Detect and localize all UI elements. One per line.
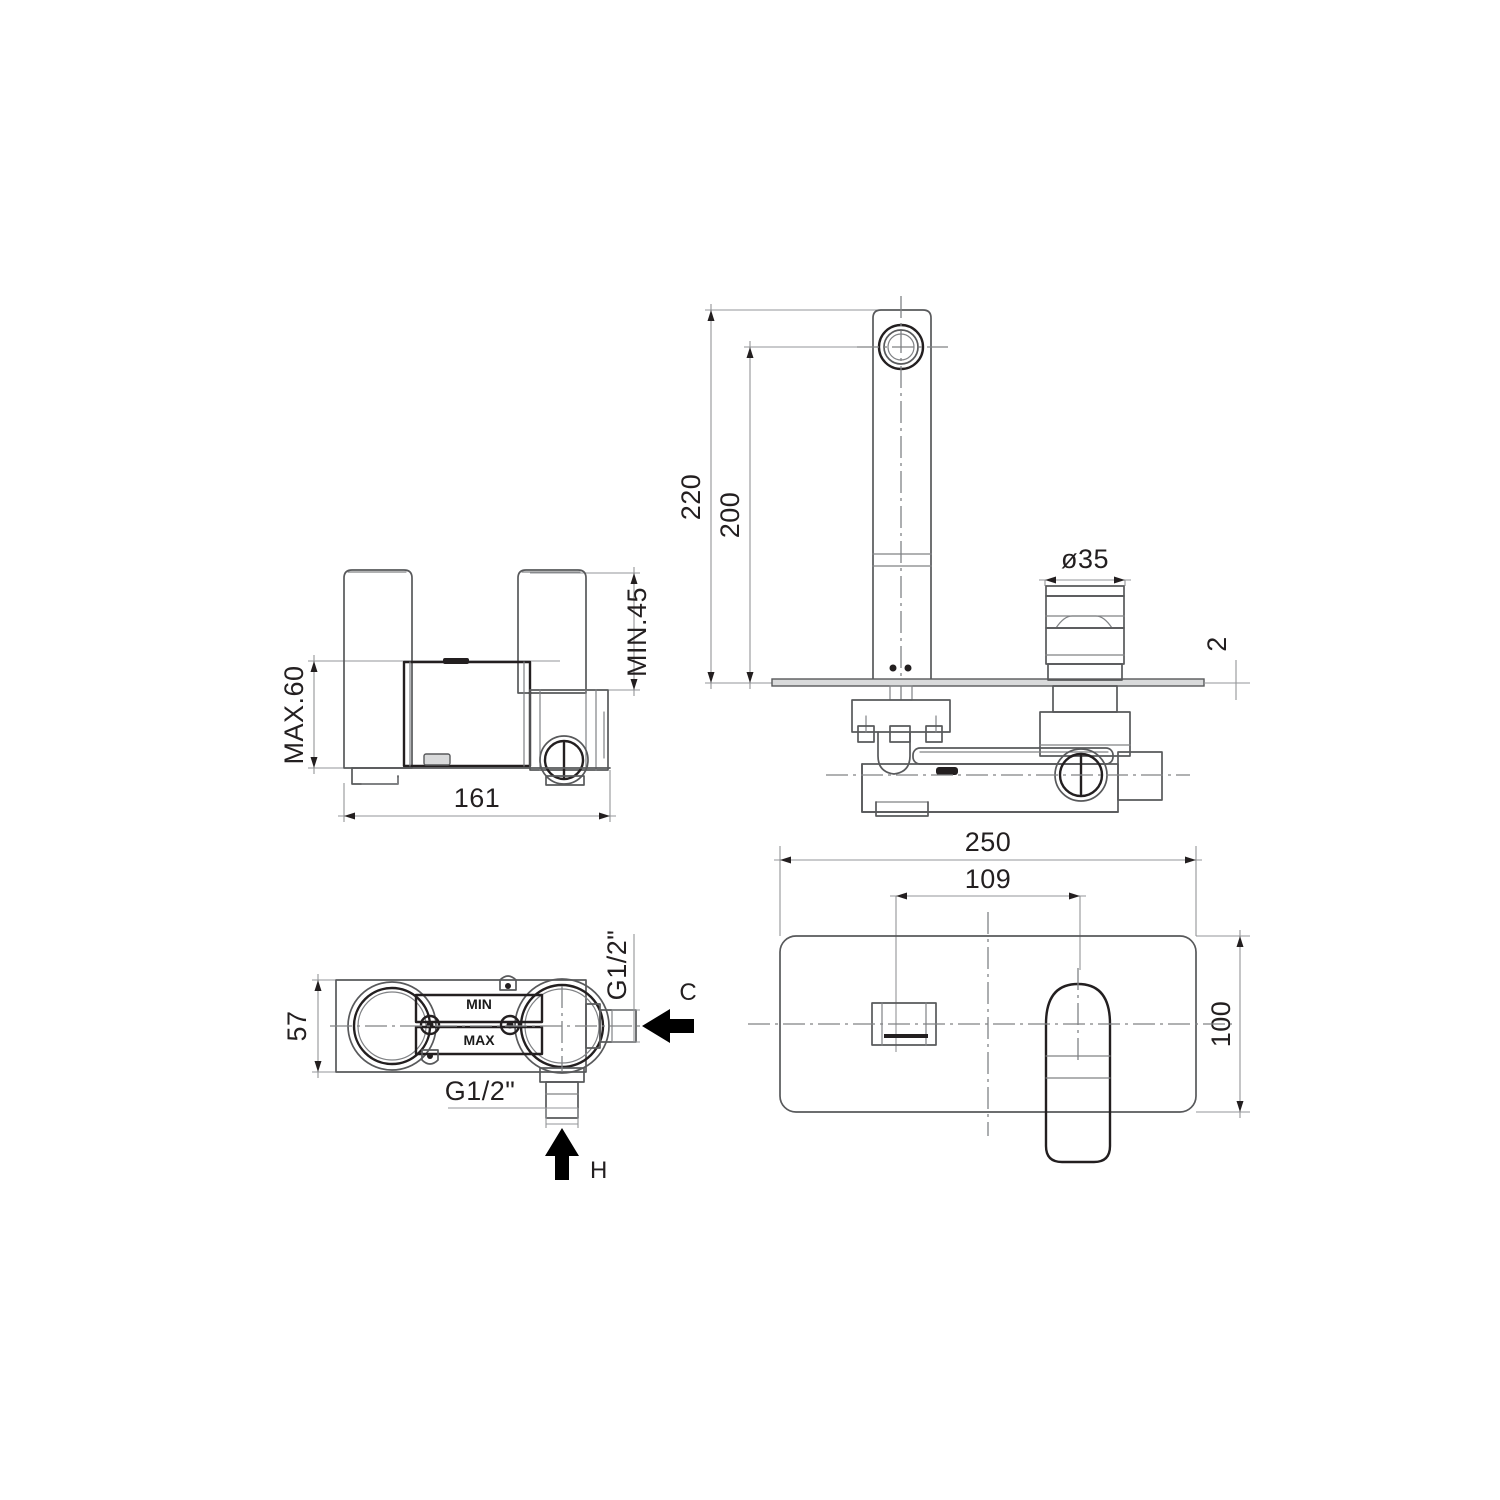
dimension-label-57: 57 <box>282 1010 312 1041</box>
thread-label-hot-text: G1/2" <box>445 1076 516 1106</box>
arrow-cold: C <box>642 979 697 1043</box>
dimension-label-max60: MAX.60 <box>279 665 309 764</box>
label-max: MAX <box>463 1032 495 1048</box>
dimension-label-220: 220 <box>676 474 706 521</box>
valve-port-housing <box>861 748 1163 817</box>
dimension-label-min45: MIN.45 <box>622 587 652 677</box>
dimension-label-161: 161 <box>454 783 501 813</box>
dimension-label-250: 250 <box>965 827 1012 857</box>
dimension-diameter-35: ø35 <box>1039 544 1131 586</box>
valve-adjust-bar: MIN MAX <box>414 975 544 1065</box>
dimension-label-2: 2 <box>1202 636 1232 652</box>
spout-column <box>872 309 932 684</box>
thread-label-cold-text: G1/2" <box>602 930 632 1001</box>
dimension-label-diameter-35: ø35 <box>1061 544 1109 574</box>
dimension-57: 57 <box>282 974 370 1078</box>
dimension-161: 161 <box>338 770 616 822</box>
thread-label-cold: G1/2" <box>602 930 640 1043</box>
valve-body-box <box>402 658 532 768</box>
cartridge-body-below-plate <box>1039 685 1131 757</box>
dimension-250: 250 <box>774 827 1202 936</box>
mounting-leg-left <box>343 569 413 769</box>
cartridge-stack <box>1045 585 1125 681</box>
cartridge-housing <box>529 689 609 786</box>
view-side-section-installed: 220 200 <box>676 296 1250 817</box>
dimension-220: 220 <box>676 304 1230 689</box>
inlet-hot-stub <box>539 1067 585 1119</box>
thread-label-hot: G1/2" <box>445 1076 579 1128</box>
dimension-label-200: 200 <box>715 492 745 539</box>
spout-inlet-fitting <box>851 685 951 775</box>
arrow-hot: H <box>545 1128 607 1184</box>
dimension-109: 109 <box>890 864 1086 1052</box>
dimension-200: 200 <box>715 341 880 689</box>
dimension-max60: MAX.60 <box>279 655 560 774</box>
view-side-elevation-rough-in: MAX.60 MIN.45 161 <box>279 567 652 822</box>
dimension-label-109: 109 <box>965 864 1012 894</box>
view-valve-body-plan: 57 MIN MAX <box>282 930 697 1184</box>
wall-plate-section <box>771 678 1205 687</box>
arrow-label-cold: C <box>679 979 696 1006</box>
dimension-plate-thickness: 2 <box>1202 636 1250 700</box>
dimension-min45: MIN.45 <box>530 567 652 696</box>
arrow-label-hot: H <box>590 1157 607 1184</box>
mounting-leg-right <box>517 569 587 694</box>
view-front-elevation-plate: 250 109 100 <box>748 827 1250 1164</box>
base-flange <box>351 767 611 785</box>
label-min: MIN <box>466 996 492 1012</box>
